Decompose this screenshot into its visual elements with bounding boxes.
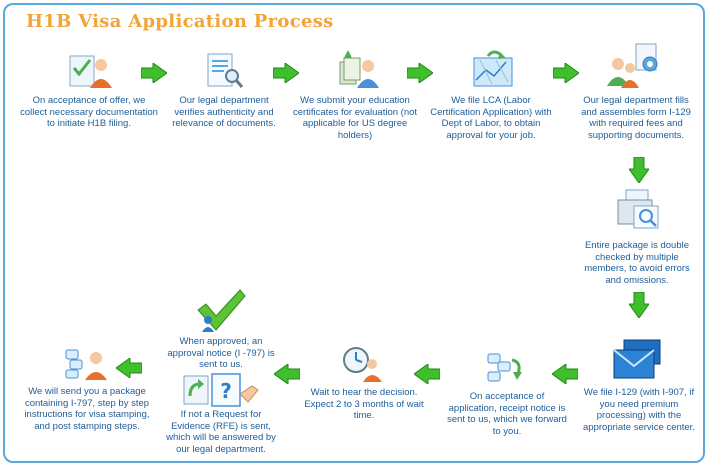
arrow-right-3	[407, 63, 433, 83]
approved-checkmark-icon	[197, 289, 246, 332]
receipt-notices-icon	[487, 353, 522, 382]
checklist-person-icon	[69, 55, 112, 88]
arrow-down-1	[629, 157, 649, 183]
clock-person-icon	[343, 347, 382, 382]
step-5-text: Our legal department fills and assembles…	[581, 95, 691, 141]
arrow-left-3	[274, 364, 300, 384]
step-3-text: We submit your education certificates fo…	[292, 95, 418, 141]
step-9-text: Wait to hear the decision. Expect 2 to 3…	[304, 387, 424, 422]
arrow-down-2	[629, 292, 649, 318]
step-4-text: We file LCA (Labor Certification Applica…	[430, 95, 552, 141]
document-check-icon	[617, 189, 659, 229]
rfe-question-icon: ?	[183, 373, 259, 407]
diagram-title: H1B Visa Application Process	[26, 11, 334, 32]
envelopes-icon	[613, 339, 661, 379]
package-person-icon	[65, 349, 107, 380]
step-6-text: Entire package is double checked by mult…	[584, 240, 690, 286]
step-8-text: On acceptance of application, receipt no…	[447, 391, 567, 437]
document-magnifier-icon	[207, 53, 244, 88]
arrow-right-4	[553, 63, 579, 83]
step-12-text: We will send you a package containing I-…	[24, 386, 150, 432]
step-7-text: We file I-129 (with I-907, if you need p…	[583, 387, 695, 433]
person-certificates-icon	[339, 50, 379, 88]
arrow-left-4	[116, 358, 142, 378]
step-1-text: On acceptance of offer, we collect neces…	[20, 95, 158, 130]
team-forms-icon	[607, 43, 658, 88]
arrow-right-1	[141, 63, 167, 83]
step-2-text: Our legal department verifies authentici…	[172, 95, 276, 130]
arrow-right-2	[273, 63, 299, 83]
svg-text:?: ?	[220, 379, 232, 403]
arrow-left-1	[552, 364, 578, 384]
step-11-text: If not a Request for Evidence (RFE) is s…	[166, 409, 276, 455]
map-recycle-icon	[473, 50, 513, 87]
arrow-left-2	[414, 364, 440, 384]
step-10-text: When approved, an approval notice (I -79…	[167, 336, 275, 371]
